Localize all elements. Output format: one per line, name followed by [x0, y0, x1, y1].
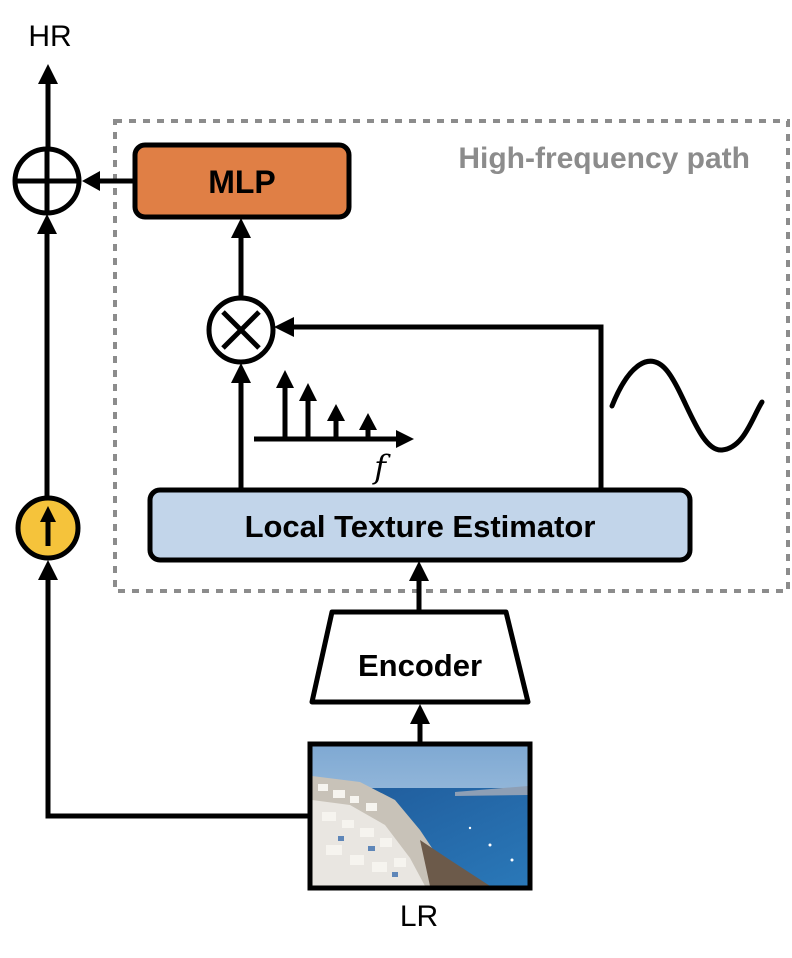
- mlp-to-adder-arrow: [82, 171, 135, 191]
- upsample-to-adder-arrow: [37, 214, 57, 498]
- frequency-axis-label: f: [372, 448, 391, 486]
- times-circle-icon: [206, 295, 276, 365]
- lr-to-upsample-arrow: [38, 560, 310, 819]
- frequency-spectrum-icon: [254, 370, 414, 448]
- local-texture-estimator-block: Local Texture Estimator: [147, 487, 693, 563]
- mlp-label: MLP: [208, 164, 276, 200]
- encoder-label: Encoder: [358, 648, 482, 683]
- high-frequency-label: High-frequency path: [458, 142, 750, 175]
- output-arrow: [38, 64, 58, 148]
- encoder-block: Encoder: [309, 609, 531, 705]
- input-label: LR: [400, 900, 438, 933]
- lr-input-image: [307, 741, 533, 891]
- encoder-to-estimator-arrow: [409, 561, 429, 612]
- plus-circle-icon: [12, 146, 82, 216]
- high-frequency-region: [113, 119, 790, 593]
- estimator-to-multiply-arrow: [231, 363, 251, 490]
- multiply-to-mlp-arrow: [231, 218, 251, 297]
- mlp-block: MLP: [132, 142, 352, 220]
- sine-wave-icon: [609, 358, 765, 453]
- texture-estimator-label: Local Texture Estimator: [245, 509, 596, 544]
- output-label: HR: [28, 20, 71, 53]
- lr-to-encoder-arrow: [410, 704, 430, 744]
- phase-branch-arrow: [274, 317, 604, 490]
- up-arrow-circle-icon: [15, 495, 81, 561]
